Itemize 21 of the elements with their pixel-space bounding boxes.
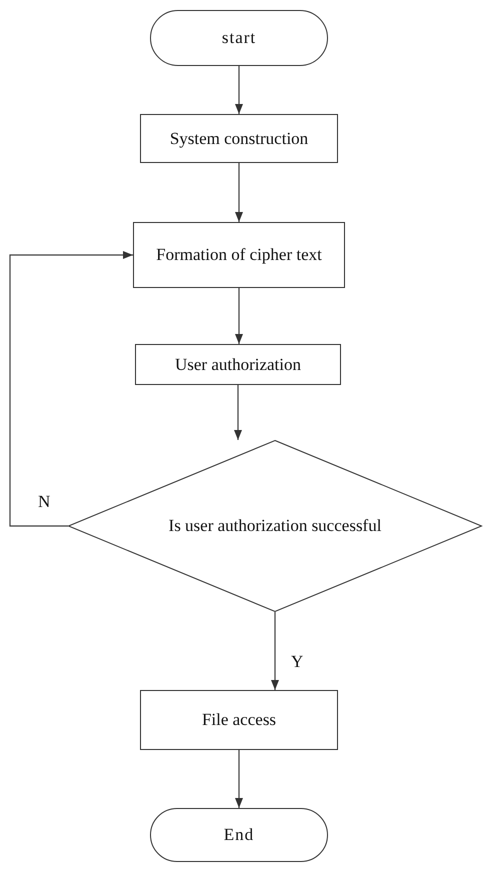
process-box	[140, 114, 338, 163]
arrow	[9, 251, 133, 527]
node-label: User authorization	[174, 354, 302, 374]
process-box	[140, 690, 338, 750]
process-box	[133, 222, 345, 288]
arrow	[235, 66, 243, 114]
node-label: Is user authorization successful	[168, 516, 382, 536]
decision-diamond	[68, 440, 482, 612]
arrow	[235, 750, 243, 808]
node-label: System construction	[170, 128, 308, 148]
arrow	[234, 385, 242, 440]
process-box	[135, 344, 341, 385]
arrow	[235, 163, 243, 222]
node-label: End	[224, 825, 254, 845]
arrow	[235, 288, 243, 344]
node-label: start	[222, 28, 256, 48]
node-label: File access	[202, 710, 276, 730]
terminal-shape	[150, 808, 328, 862]
arrow	[271, 612, 279, 690]
terminal-shape	[150, 10, 328, 66]
node-label: Formation of cipher text	[156, 245, 322, 265]
